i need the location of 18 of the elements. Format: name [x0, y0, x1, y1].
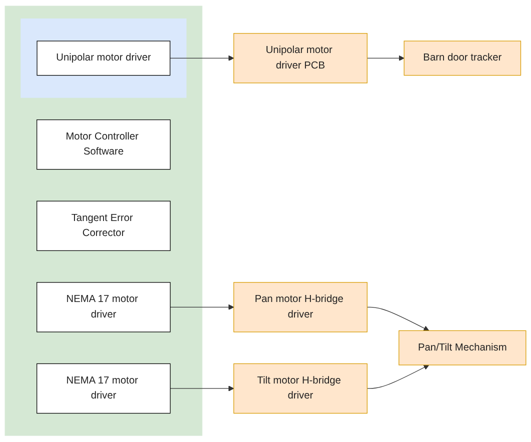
arrow — [170, 56, 234, 62]
arrow — [366, 364, 430, 390]
node-box: Tilt motor H-bridge driver — [233, 364, 368, 414]
node-box: NEMA 17 motor driver — [36, 282, 171, 332]
arrow — [366, 307, 430, 332]
node-box: Motor Controller Software — [36, 120, 171, 170]
cluster — [20, 18, 186, 98]
node-box: Unipolar motor driver PCB — [233, 33, 368, 84]
arrow — [366, 56, 404, 62]
arrow — [170, 304, 234, 310]
node-box: Barn door tracker — [404, 40, 522, 76]
node-box: Tangent Error Corrector — [36, 200, 171, 252]
node-box: NEMA 17 motor driver — [36, 364, 171, 414]
node-box: Unipolar motor driver — [36, 40, 170, 76]
arrow — [170, 386, 234, 392]
cluster — [4, 6, 202, 436]
node-box: Pan/Tilt Mechanism — [398, 330, 526, 366]
node-box: Pan motor H-bridge driver — [233, 282, 368, 332]
